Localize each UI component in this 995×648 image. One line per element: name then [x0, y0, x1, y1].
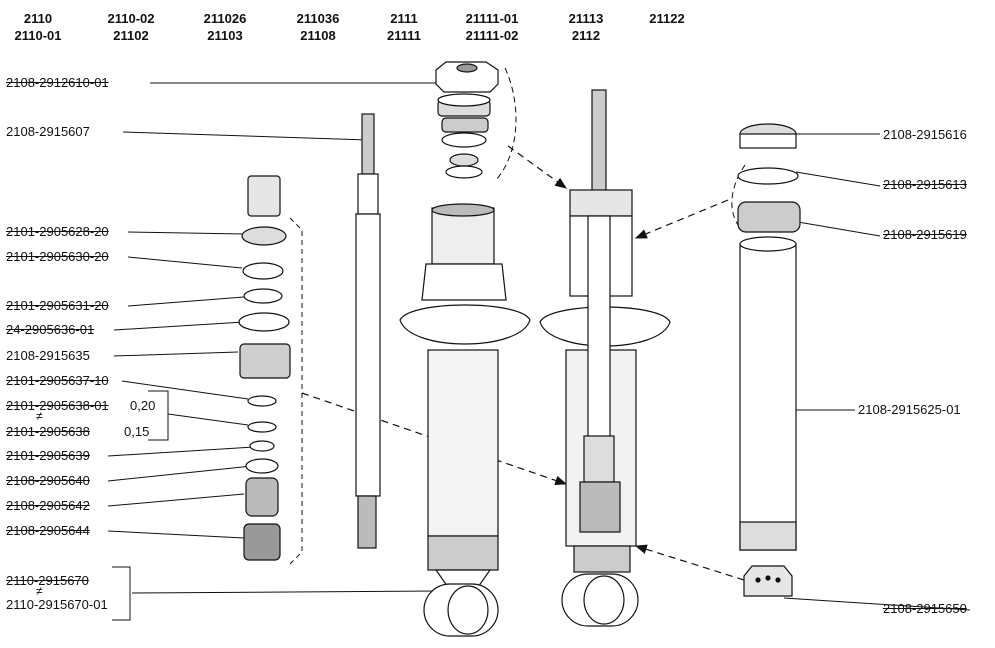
part-label-piston: 2108-2915635 — [6, 348, 90, 363]
part-label-spring: 2108-2905642 — [6, 498, 90, 513]
part-label-valve-cover: 2101-2905628-20 — [6, 224, 109, 239]
part-label-piston-rod: 2108-2915607 — [6, 124, 90, 139]
alt-mark-2: ≠ — [36, 584, 43, 598]
model-header-8: 21122 — [649, 11, 685, 26]
valve-parts-stack — [238, 175, 291, 561]
cutaway-assembly — [539, 89, 671, 627]
part-label-cap: 2108-2915616 — [883, 127, 967, 142]
part-label-shim-015: 2101-2905638 — [6, 424, 90, 439]
part-label-washer-2: 2101-2905639 — [6, 448, 90, 463]
shock-housing — [399, 203, 531, 637]
part-label-piston-ring: 24-2905636-01 — [6, 322, 95, 337]
top-mount-assembly — [435, 61, 499, 179]
part-label-top-mount: 2108-2912610-01 — [6, 75, 109, 90]
part-label-compression-valve: 2108-2915650 — [883, 601, 967, 616]
part-label-valve-plate-2: 2101-2905631-20 — [6, 298, 109, 313]
part-label-washer-1: 2101-2905637-10 — [6, 373, 109, 388]
right-parts-stack — [737, 123, 801, 597]
assembly-arrows — [301, 145, 745, 581]
part-label-shim-020: 2101-2905638-01 — [6, 398, 109, 413]
part-label-retaining-ring: 2108-2915613 — [883, 177, 967, 192]
part-label-spring-plate: 2108-2905640 — [6, 473, 90, 488]
leader-lines-right — [783, 133, 971, 611]
alt-mark-1: ≠ — [36, 409, 43, 423]
part-label-seal-holder: 2108-2915619 — [883, 227, 967, 242]
piston-rod — [355, 113, 381, 549]
thickness-b: 0,15 — [124, 424, 150, 439]
part-label-bushing-alt: 2110-2915670-01 — [6, 597, 108, 612]
leader-lines-left — [107, 82, 438, 594]
part-label-working-cylinder: 2108-2915625-01 — [858, 402, 961, 417]
part-label-bushing: 2110-2915670 — [6, 573, 89, 588]
thickness-a: 0,20 — [130, 398, 156, 413]
part-label-valve-plate-1: 2101-2905630-20 — [6, 249, 109, 264]
part-label-nut: 2108-2905644 — [6, 523, 90, 538]
